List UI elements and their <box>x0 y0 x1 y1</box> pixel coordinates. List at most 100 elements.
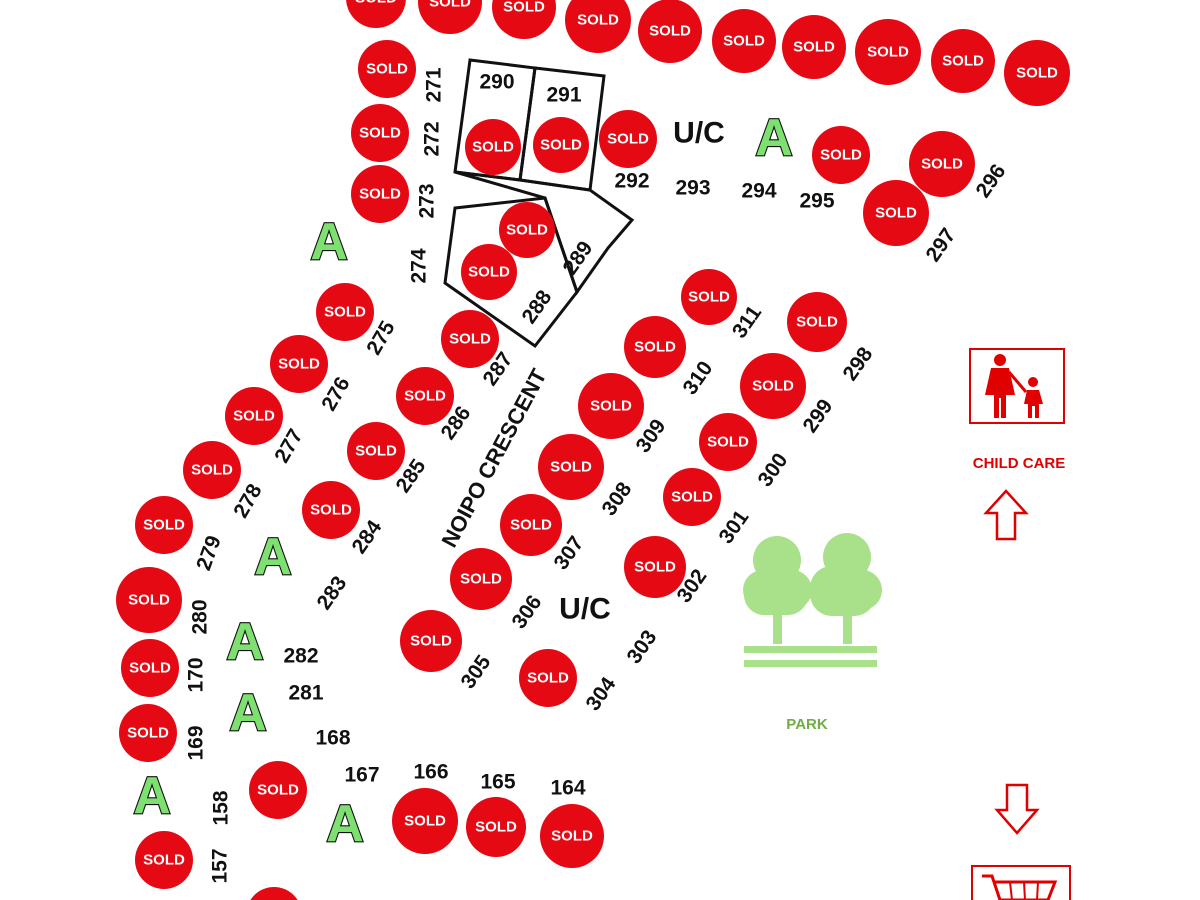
available-marker: A <box>326 795 364 853</box>
svg-text:SOLD: SOLD <box>540 137 582 154</box>
arrow-down-icon <box>994 783 1040 835</box>
lot-number: 310 <box>679 357 718 399</box>
svg-text:SOLD: SOLD <box>510 517 552 534</box>
svg-text:SOLD: SOLD <box>468 264 510 281</box>
svg-text:SOLD: SOLD <box>429 0 471 11</box>
svg-text:SOLD: SOLD <box>257 782 299 799</box>
svg-text:SOLD: SOLD <box>793 39 835 56</box>
svg-text:SOLD: SOLD <box>460 571 502 588</box>
lot-number: 282 <box>283 645 318 668</box>
lot-number: 290 <box>479 71 514 94</box>
svg-text:SOLD: SOLD <box>128 592 170 609</box>
lot-number: 164 <box>550 777 585 800</box>
svg-text:SOLD: SOLD <box>506 222 548 239</box>
svg-text:SOLD: SOLD <box>796 314 838 331</box>
lot-number: 293 <box>675 177 710 200</box>
park-label: PARK <box>786 716 828 733</box>
svg-text:SOLD: SOLD <box>472 139 514 156</box>
lot-number: 169 <box>185 725 208 760</box>
svg-text:SOLD: SOLD <box>129 660 171 677</box>
svg-text:SOLD: SOLD <box>634 559 676 576</box>
available-marker: A <box>755 109 793 167</box>
sold-badge: SOLD <box>931 29 995 93</box>
svg-text:SOLD: SOLD <box>671 489 713 506</box>
available-marker: A <box>226 613 264 671</box>
available-marker: A <box>229 684 267 742</box>
lot-number: 281 <box>288 682 323 705</box>
svg-text:SOLD: SOLD <box>723 33 765 50</box>
sold-badge: SOLD <box>270 335 328 393</box>
child-care-icon <box>969 348 1065 424</box>
svg-text:SOLD: SOLD <box>607 131 649 148</box>
sold-badge: SOLD <box>347 422 405 480</box>
svg-text:SOLD: SOLD <box>820 147 862 164</box>
svg-text:SOLD: SOLD <box>688 289 730 306</box>
sold-badge: SOLD <box>812 126 870 184</box>
lot-number: 291 <box>546 84 581 107</box>
lot-288-boundary <box>443 196 579 349</box>
sold-badge: SOLD <box>392 788 458 854</box>
sold-badge: SOLD <box>681 269 737 325</box>
lot-number: 296 <box>972 160 1011 202</box>
sold-badge: SOLD <box>909 131 975 197</box>
lot-number: 166 <box>413 761 448 784</box>
sold-badge: SOLD <box>351 165 409 223</box>
sold-badge: SOLD <box>782 15 846 79</box>
lot-number: 304 <box>582 673 621 715</box>
svg-text:SOLD: SOLD <box>707 434 749 451</box>
shopping-cart-icon <box>971 865 1071 900</box>
svg-text:SOLD: SOLD <box>752 378 794 395</box>
svg-text:SOLD: SOLD <box>278 356 320 373</box>
sold-badge: SOLD <box>396 367 454 425</box>
under-construction-label: U/C <box>559 593 611 626</box>
sold-badge: SOLD <box>441 310 499 368</box>
svg-text:SOLD: SOLD <box>191 462 233 479</box>
svg-text:SOLD: SOLD <box>143 517 185 534</box>
arrow-up-icon <box>983 489 1029 541</box>
lot-number: 165 <box>480 771 515 794</box>
svg-text:SOLD: SOLD <box>590 398 632 415</box>
sold-badge: SOLD <box>624 536 686 598</box>
lot-number: 280 <box>189 599 212 634</box>
sold-badge: SOLD <box>565 0 631 53</box>
sold-badge: SOLD <box>787 292 847 352</box>
svg-text:SOLD: SOLD <box>233 408 275 425</box>
sold-badge: SOLD <box>400 610 462 672</box>
sold-badge: SOLD <box>663 468 721 526</box>
sold-badge: SOLD <box>519 649 577 707</box>
lot-number: 305 <box>457 651 496 693</box>
sold-badge: SOLD <box>863 180 929 246</box>
svg-text:SOLD: SOLD <box>355 0 397 7</box>
lot-number: 283 <box>313 572 352 614</box>
lot-number: 303 <box>623 626 662 668</box>
svg-text:SOLD: SOLD <box>921 156 963 173</box>
lot-number: 299 <box>799 395 838 437</box>
svg-text:SOLD: SOLD <box>527 670 569 687</box>
svg-text:SOLD: SOLD <box>404 813 446 830</box>
child-care-label: CHILD CARE <box>973 455 1066 472</box>
sold-badge: SOLD <box>699 413 757 471</box>
lot-number: 157 <box>209 848 232 883</box>
sold-badge: SOLD <box>358 40 416 98</box>
available-marker: A <box>310 213 348 271</box>
svg-text:SOLD: SOLD <box>550 459 592 476</box>
lot-number: 158 <box>210 790 233 825</box>
svg-text:SOLD: SOLD <box>577 12 619 29</box>
lot-boundaries <box>443 58 635 349</box>
sold-badge: SOLD <box>712 9 776 73</box>
svg-text:SOLD: SOLD <box>359 125 401 142</box>
lot-number: 295 <box>799 190 834 213</box>
lot-number: 308 <box>598 478 637 520</box>
lot-number: 271 <box>423 67 446 102</box>
lot-number: 272 <box>421 121 444 156</box>
svg-text:SOLD: SOLD <box>355 443 397 460</box>
sold-badge: SOLD <box>302 481 360 539</box>
sold-badge: SOLD <box>492 0 556 39</box>
available-marker: A <box>254 528 292 586</box>
svg-text:SOLD: SOLD <box>310 502 352 519</box>
sold-badge: SOLD <box>638 0 702 63</box>
svg-text:SOLD: SOLD <box>649 23 691 40</box>
sold-badge: SOLD <box>465 119 521 175</box>
lot-number: 298 <box>839 343 878 385</box>
svg-text:SOLD: SOLD <box>143 852 185 869</box>
